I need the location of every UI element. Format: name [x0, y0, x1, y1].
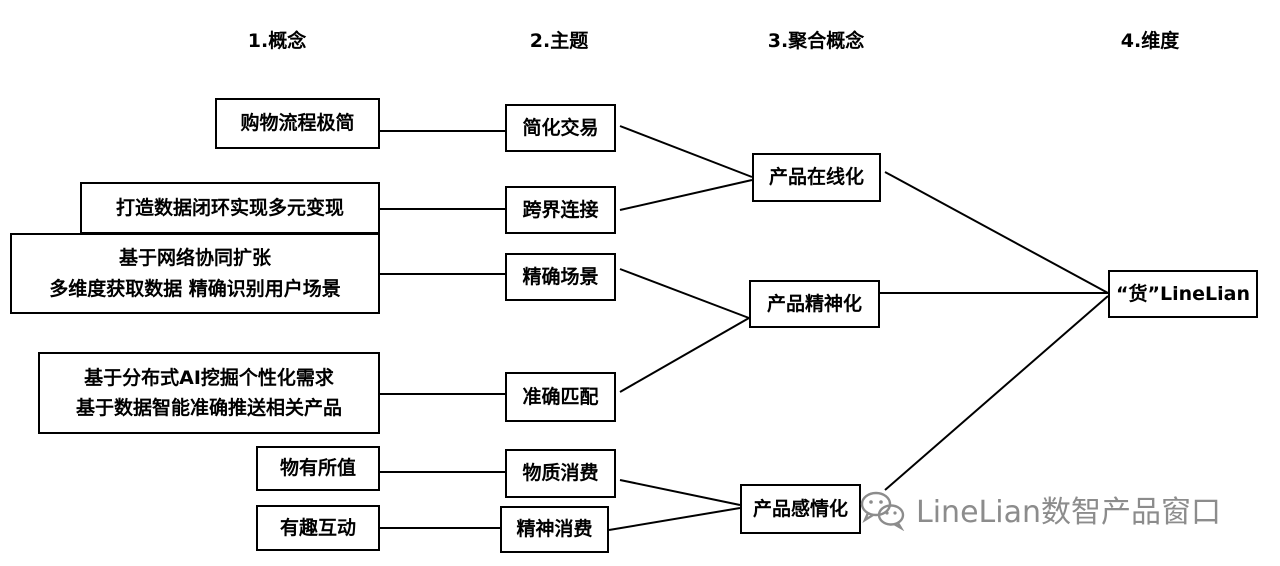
- concept-text: 基于数据智能准确推送相关产品: [75, 397, 342, 419]
- concept-text: 基于网络协同扩张: [118, 247, 271, 270]
- concept-box: 有趣互动: [256, 505, 380, 551]
- link-agg3-dimension: [884, 295, 1109, 491]
- header-concept: 1.概念: [247, 30, 307, 52]
- link-agg1-dimension: [884, 171, 1109, 294]
- concept-text: 多维度获取数据 精确识别用户场景: [49, 277, 341, 300]
- theme-box: 物质消费: [505, 449, 616, 498]
- wechat-icon: [860, 491, 905, 531]
- theme-box: 简化交易: [505, 104, 616, 152]
- header-theme: 2.主题: [529, 30, 589, 52]
- theme-box: 跨界连接: [505, 186, 616, 234]
- link-theme2-agg1: [619, 179, 753, 211]
- link-theme4-agg2: [619, 317, 750, 393]
- link-theme5-agg3: [619, 479, 741, 506]
- concept-box: 基于网络协同扩张 多维度获取数据 精确识别用户场景: [10, 233, 380, 314]
- link-theme3-agg2: [619, 268, 750, 319]
- theme-box: 精神消费: [500, 506, 609, 553]
- theme-box: 准确匹配: [505, 372, 616, 422]
- link-theme1-agg1: [619, 125, 753, 178]
- aggregate-box: 产品在线化: [752, 153, 881, 202]
- concept-text: 购物流程极简: [240, 112, 355, 135]
- concept-text: 有趣互动: [279, 516, 356, 539]
- theme-box: 精确场景: [505, 253, 616, 301]
- header-aggregate: 3.聚合概念: [767, 30, 865, 52]
- concept-box: 购物流程极简: [215, 98, 380, 149]
- header-dimension: 4.维度: [1120, 30, 1180, 52]
- watermark: LineLian数智产品窗口: [858, 487, 1221, 531]
- aggregate-box: 产品精神化: [749, 280, 880, 328]
- concept-box: 打造数据闭环实现多元变现: [80, 182, 380, 234]
- link-theme6-agg3: [608, 507, 741, 531]
- concept-text: 打造数据闭环实现多元变现: [115, 196, 344, 219]
- concept-box: 基于分布式AI挖掘个性化需求 基于数据智能准确推送相关产品: [38, 352, 380, 434]
- concept-text: 基于分布式AI挖掘个性化需求: [84, 366, 334, 389]
- watermark-text: LineLian数智产品窗口: [916, 495, 1221, 530]
- concept-text: 物有所值: [279, 457, 356, 480]
- dimension-box: “货”LineLian: [1108, 270, 1258, 318]
- aggregate-box: 产品感情化: [740, 484, 861, 534]
- concept-box: 物有所值: [256, 446, 380, 491]
